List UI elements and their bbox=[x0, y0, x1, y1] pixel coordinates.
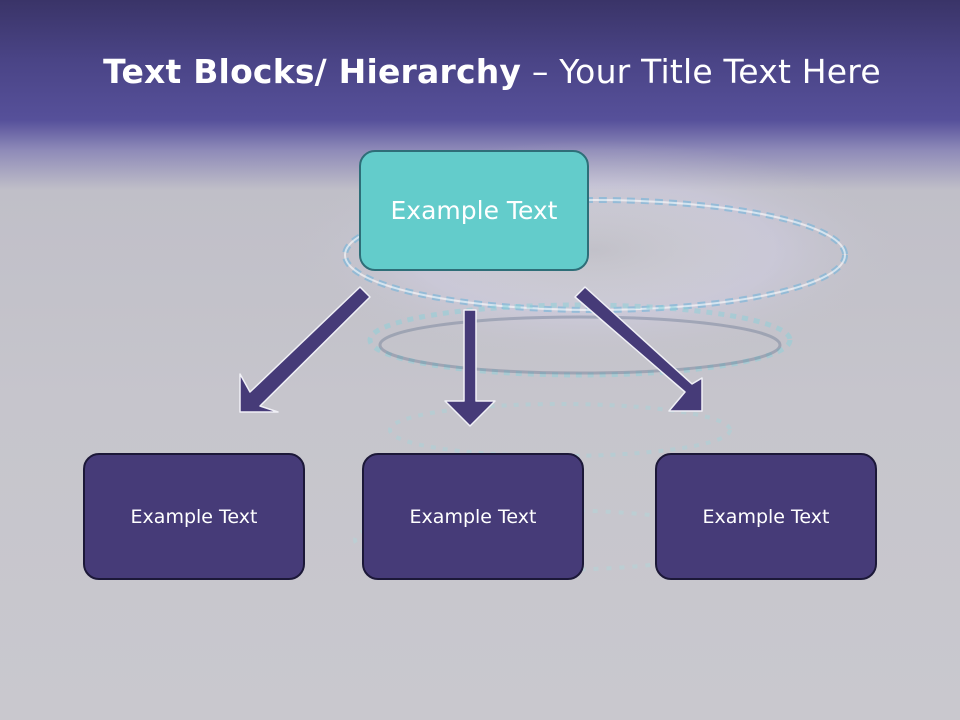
child-text-block-1-label: Example Text bbox=[130, 505, 258, 528]
child-text-block-1[interactable]: Example Text bbox=[83, 453, 305, 580]
arrow-right bbox=[574, 286, 703, 412]
slide-title: Text Blocks/ Hierarchy – Your Title Text… bbox=[0, 52, 960, 91]
child-text-block-3-label: Example Text bbox=[702, 505, 830, 528]
root-text-block[interactable]: Example Text bbox=[359, 150, 589, 271]
child-text-block-3[interactable]: Example Text bbox=[655, 453, 877, 580]
title-bold-part: Text Blocks/ Hierarchy bbox=[103, 52, 522, 91]
root-text-block-label: Example Text bbox=[390, 196, 558, 225]
title-regular-part: – Your Title Text Here bbox=[521, 52, 881, 91]
child-text-block-2[interactable]: Example Text bbox=[362, 453, 584, 580]
arrow-left bbox=[239, 286, 371, 413]
child-text-block-2-label: Example Text bbox=[409, 505, 537, 528]
arrow-center bbox=[444, 309, 496, 427]
